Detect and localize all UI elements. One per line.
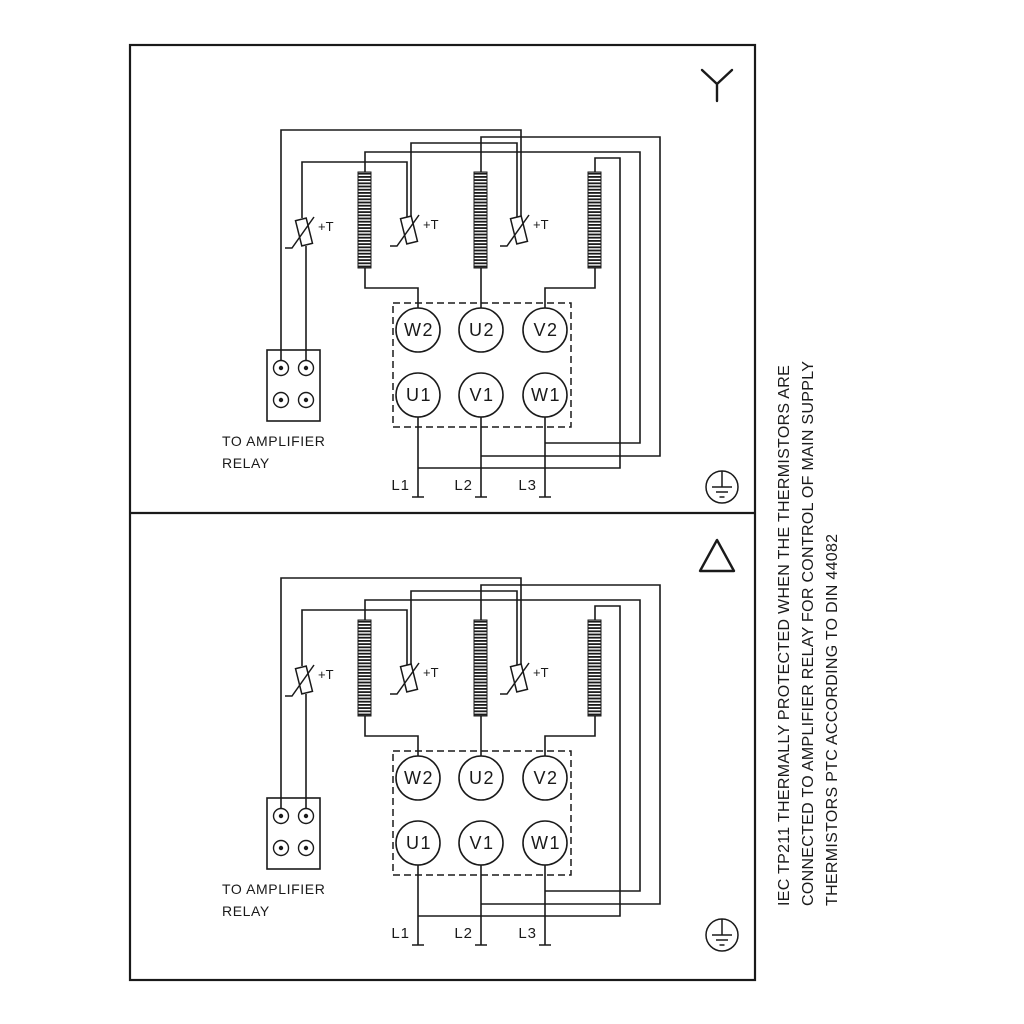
winding-bar bbox=[473, 171, 488, 269]
winding-bar bbox=[587, 171, 602, 269]
wire bbox=[301, 161, 408, 244]
terminal-w2: W2 bbox=[395, 755, 441, 801]
side-note: IEC TP211 THERMALLY PROTECTED WHEN THE T… bbox=[776, 361, 841, 906]
winding-bar bbox=[587, 619, 602, 717]
relay-label-line2: RELAY bbox=[222, 455, 270, 471]
terminal-v1: V1 bbox=[458, 820, 504, 866]
thermistor-symbol: +T bbox=[285, 216, 334, 249]
supply-line-l2 bbox=[475, 417, 487, 498]
thermistor-label: +T bbox=[533, 665, 549, 680]
supply-label-l2: L2 bbox=[454, 477, 473, 494]
terminal-label: W2 bbox=[404, 768, 434, 788]
terminal-label: V2 bbox=[533, 320, 558, 340]
supply-label-l1: L1 bbox=[391, 925, 410, 942]
amplifier-relay-connector bbox=[266, 349, 321, 422]
supply-line-l1 bbox=[412, 417, 424, 498]
relay-label-line1: TO AMPLIFIER bbox=[222, 433, 325, 449]
terminal-u1: U1 bbox=[395, 820, 441, 866]
terminal-label: W1 bbox=[531, 385, 561, 405]
thermistor-symbol: +T bbox=[390, 662, 439, 695]
terminal-v2: V2 bbox=[522, 755, 568, 801]
thermistor-symbol: +T bbox=[390, 214, 439, 247]
terminal-label: V2 bbox=[533, 768, 558, 788]
winding-bar bbox=[357, 171, 372, 269]
terminal-box bbox=[392, 302, 572, 428]
thermistor-label: +T bbox=[318, 667, 334, 682]
terminal-label: U1 bbox=[406, 385, 432, 405]
thermistor-symbol: +T bbox=[500, 662, 549, 695]
amplifier-relay-connector bbox=[266, 797, 321, 870]
panel-wiring bbox=[280, 577, 661, 946]
supply-label-l1: L1 bbox=[391, 477, 410, 494]
terminal-label: V1 bbox=[469, 385, 494, 405]
supply-label-l3: L3 bbox=[518, 925, 537, 942]
terminal-v1: V1 bbox=[458, 372, 504, 418]
wire bbox=[410, 142, 518, 244]
ground-icon bbox=[705, 470, 739, 504]
wire bbox=[480, 136, 661, 457]
thermistor-label: +T bbox=[318, 219, 334, 234]
side-note-line: THERMISTORS PTC ACCORDING TO DIN 44082 bbox=[824, 534, 841, 906]
thermistor-label: +T bbox=[423, 217, 439, 232]
terminal-u2: U2 bbox=[458, 307, 504, 353]
delta-icon bbox=[698, 538, 736, 573]
wire bbox=[544, 268, 596, 309]
winding-bar bbox=[473, 619, 488, 717]
supply-label-l3: L3 bbox=[518, 477, 537, 494]
thermistor-label: +T bbox=[533, 217, 549, 232]
terminal-w1: W1 bbox=[522, 372, 568, 418]
terminal-w2: W2 bbox=[395, 307, 441, 353]
winding-bar bbox=[357, 619, 372, 717]
terminal-v2: V2 bbox=[522, 307, 568, 353]
star-icon bbox=[700, 68, 734, 103]
wire bbox=[364, 716, 419, 757]
wire bbox=[364, 268, 419, 309]
wire bbox=[410, 590, 518, 692]
panel-wiring bbox=[280, 129, 661, 498]
wire bbox=[301, 609, 408, 692]
panel-delta: +T +T +T W2 U2 V2 U1 bbox=[222, 538, 739, 952]
wire bbox=[364, 151, 641, 444]
thermistor-symbol: +T bbox=[500, 214, 549, 247]
wire bbox=[280, 577, 522, 809]
terminal-w1: W1 bbox=[522, 820, 568, 866]
ground-icon bbox=[705, 918, 739, 952]
supply-line-l2 bbox=[475, 865, 487, 946]
relay-label-line2: RELAY bbox=[222, 903, 270, 919]
side-note-line: CONNECTED TO AMPLIFIER RELAY FOR CONTROL… bbox=[800, 361, 817, 906]
wire bbox=[418, 605, 621, 917]
terminal-label: U2 bbox=[469, 320, 495, 340]
wire bbox=[480, 584, 661, 905]
wire bbox=[364, 599, 641, 892]
terminal-label: V1 bbox=[469, 833, 494, 853]
terminal-label: W2 bbox=[404, 320, 434, 340]
side-note-line: IEC TP211 THERMALLY PROTECTED WHEN THE T… bbox=[776, 365, 793, 906]
supply-line-l3 bbox=[539, 417, 551, 498]
supply-label-l2: L2 bbox=[454, 925, 473, 942]
terminal-u2: U2 bbox=[458, 755, 504, 801]
wire bbox=[418, 157, 621, 469]
terminal-label: U1 bbox=[406, 833, 432, 853]
wire bbox=[544, 716, 596, 757]
terminal-label: U2 bbox=[469, 768, 495, 788]
wire bbox=[280, 129, 522, 361]
supply-line-l3 bbox=[539, 865, 551, 946]
thermistor-symbol: +T bbox=[285, 664, 334, 697]
terminal-label: W1 bbox=[531, 833, 561, 853]
supply-line-l1 bbox=[412, 865, 424, 946]
terminal-u1: U1 bbox=[395, 372, 441, 418]
panel-star: +T +T +T W2 U2 V2 U1 bbox=[222, 68, 739, 504]
thermistor-label: +T bbox=[423, 665, 439, 680]
relay-label-line1: TO AMPLIFIER bbox=[222, 881, 325, 897]
terminal-box bbox=[392, 750, 572, 876]
